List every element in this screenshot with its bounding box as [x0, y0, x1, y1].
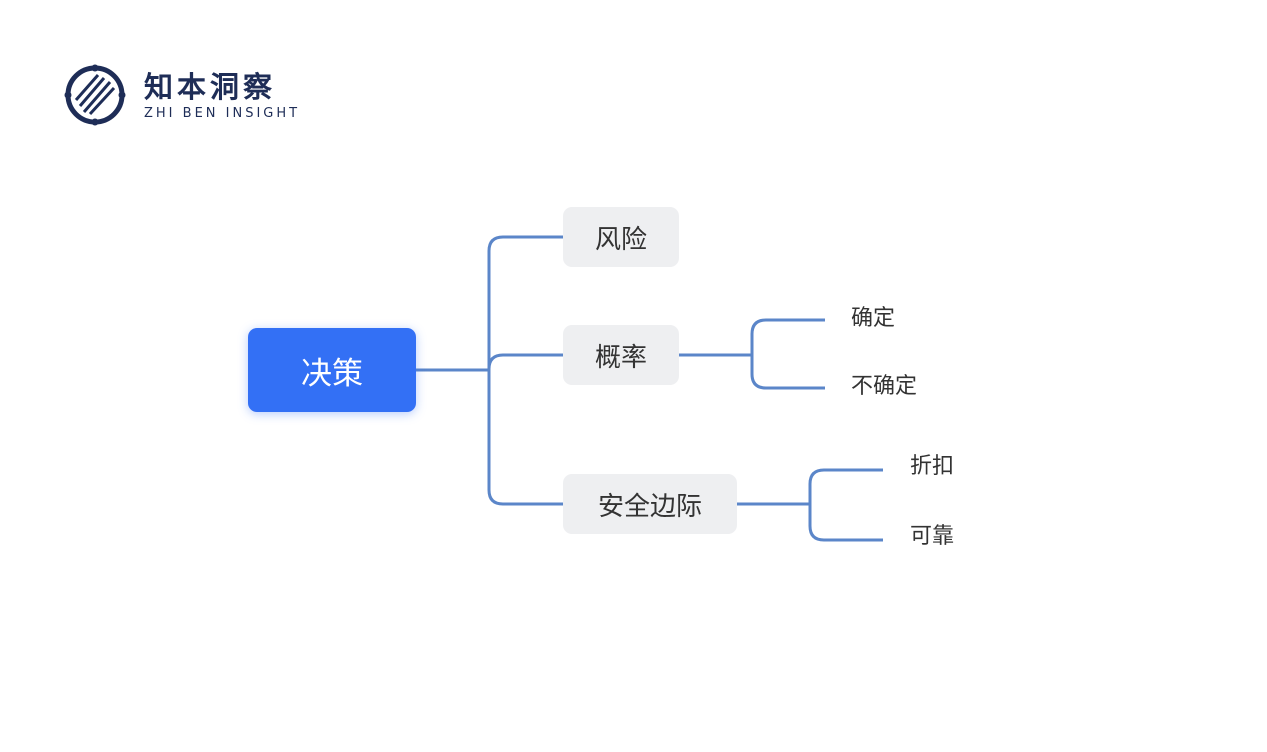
branch-node-probability[interactable]: 概率 [563, 325, 679, 385]
logo-emblem-icon [64, 64, 126, 126]
connector-branch-probability [487, 353, 563, 370]
connector-branch-risk [487, 235, 563, 370]
branch-node-margin-of-safety[interactable]: 安全边际 [563, 474, 737, 534]
connector-branch-margin [487, 370, 563, 506]
leaf-node-reliable[interactable]: 可靠 [910, 524, 955, 549]
leaf-node-certain[interactable]: 确定 [851, 306, 896, 331]
logo: 知本洞察 ZHI BEN INSIGHT [62, 62, 297, 128]
logo-title: 知本洞察 [144, 70, 277, 104]
leaf-node-uncertain[interactable]: 不确定 [851, 374, 918, 399]
leaf-node-discount[interactable]: 折扣 [910, 454, 955, 479]
connector-discount [808, 468, 883, 542]
connector-certain [750, 318, 825, 390]
branch-node-risk[interactable]: 风险 [563, 207, 679, 267]
logo-subtitle: ZHI BEN INSIGHT [144, 106, 301, 121]
root-node[interactable]: 决策 [248, 328, 416, 412]
